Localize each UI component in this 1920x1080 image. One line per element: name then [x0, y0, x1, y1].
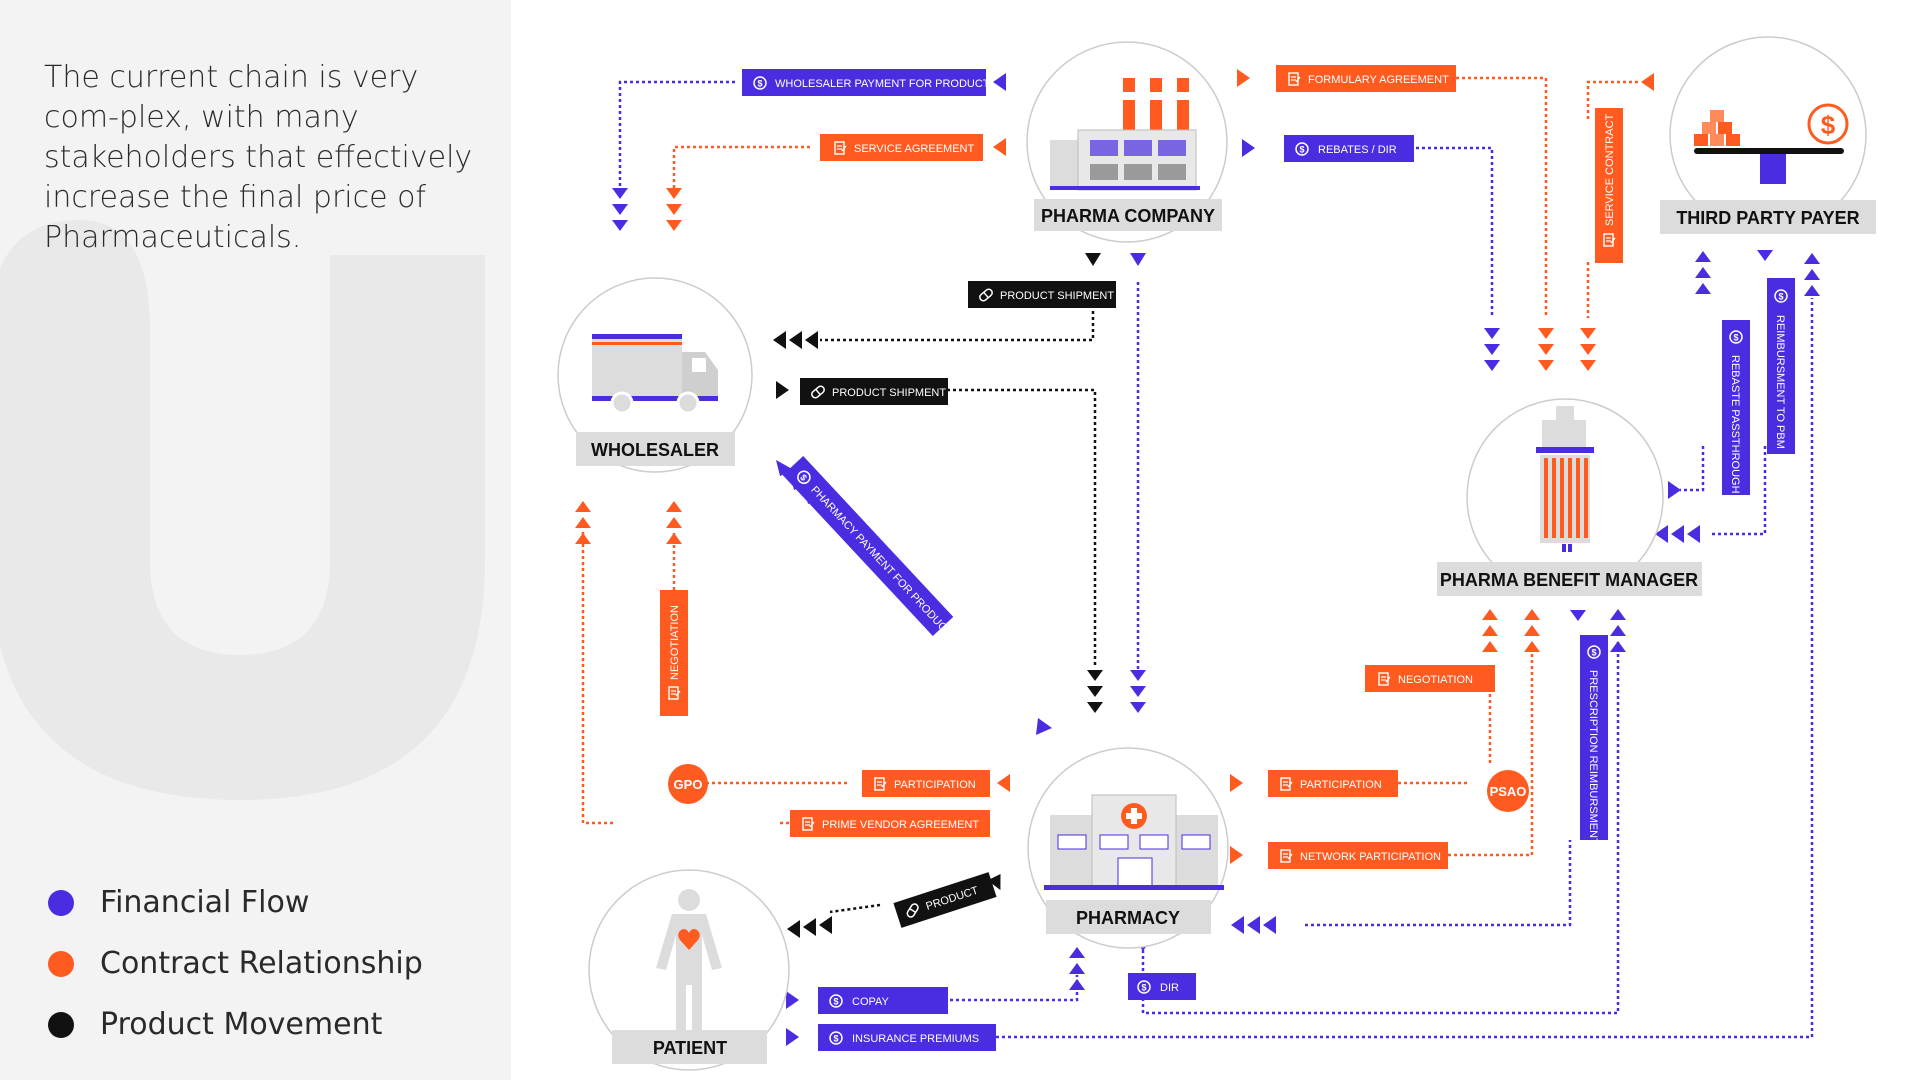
flow-label: NETWORK PARTICIPATION — [1300, 851, 1441, 863]
flow-copay: COPAY — [818, 987, 948, 1014]
legend-label: Contract Relationship — [100, 946, 423, 981]
person-heart-icon — [656, 889, 722, 1030]
node-label: PHARMA BENEFIT MANAGER — [1440, 570, 1698, 590]
truck-icon — [592, 334, 718, 415]
logo-watermark — [0, 220, 485, 800]
legend-dot-product — [48, 1011, 74, 1038]
node-patient: PATIENT — [588, 869, 790, 1071]
legend-item-financial: Financial Flow — [48, 872, 423, 933]
node-label: THIRD PARTY PAYER — [1676, 208, 1859, 228]
flow-product-shipment-2: PRODUCT SHIPMENT — [800, 378, 948, 405]
node-wholesaler: WHOLESALER — [557, 277, 753, 473]
flow-label: FORMULARY AGREEMENT — [1308, 74, 1449, 86]
legend-label: Financial Flow — [100, 885, 310, 920]
node-label: PHARMACY — [1076, 908, 1180, 928]
flow-label: DIR — [1160, 982, 1179, 994]
node-label: PHARMA COMPANY — [1041, 206, 1215, 226]
badge-label: GPO — [674, 777, 703, 792]
flow-formulary-agreement: FORMULARY AGREEMENT — [1276, 65, 1456, 92]
flow-label: PARTICIPATION — [1300, 779, 1382, 791]
flow-participation-psao: PARTICIPATION — [1268, 770, 1398, 797]
flow-reimbursement-to-pbm: REIMBURSMENT TO PBM — [1767, 278, 1795, 454]
flow-network-participation: NETWORK PARTICIPATION — [1268, 842, 1448, 869]
flow-service-agreement: SERVICE AGREEMENT — [820, 134, 983, 161]
legend: Financial Flow Contract Relationship Pro… — [48, 872, 423, 1055]
flow-product-shipment-1: PRODUCT SHIPMENT — [968, 281, 1116, 308]
flow-insurance-premiums: INSURANCE PREMIUMS — [818, 1024, 996, 1051]
flow-pharmacy-payment: PHARMACY PAYMENT FOR PRODUCT — [782, 456, 954, 639]
flow-negotiation-gpo: NEGOTIATION — [660, 590, 688, 716]
badge-gpo: GPO — [668, 764, 708, 804]
hospital-icon — [1044, 794, 1224, 890]
flow-negotiation-psao: NEGOTIATION — [1365, 665, 1495, 692]
flow-product: PRODUCT — [893, 872, 997, 928]
legend-item-contract: Contract Relationship — [48, 933, 423, 994]
flow-label: REBATES / DIR — [1318, 144, 1397, 156]
flow-wholesaler-payment: WHOLESALER PAYMENT FOR PRODUCT — [742, 69, 990, 96]
flow-dir: DIR — [1128, 973, 1196, 1000]
factory-icon — [1050, 78, 1200, 191]
balance-scale-icon: $ — [1694, 103, 1849, 184]
node-label: WHOLESALER — [591, 440, 719, 460]
node-pharmacy: PHARMACY — [1027, 747, 1229, 949]
flow-label: PHARMACY PAYMENT FOR PRODUCT — [808, 484, 954, 639]
flow-label: SERVICE AGREEMENT — [854, 143, 974, 155]
legend-label: Product Movement — [100, 1007, 383, 1042]
flow-service-contract: SERVICE CONTRACT — [1595, 108, 1623, 263]
flow-prime-vendor: PRIME VENDOR AGREEMENT — [790, 810, 990, 837]
intro-text: The current chain is very com-plex, with… — [44, 60, 473, 255]
badge-psao: PSAO — [1487, 770, 1529, 812]
flow-label: REIMBURSMENT TO PBM — [1774, 315, 1786, 449]
flow-label: PRESCRIPTION REIMBURSMENT — [1587, 670, 1599, 845]
node-pbm: PHARMA BENEFIT MANAGER — [1437, 398, 1702, 596]
node-label: PATIENT — [653, 1038, 727, 1058]
node-pharma-company: PHARMA COMPANY — [1026, 41, 1228, 243]
flow-rebaste-passthrough: REBASTE PASSTHROUGH — [1722, 320, 1750, 495]
node-third-party-payer: $ THIRD PARTY PAYER — [1660, 36, 1876, 234]
flow-label: WHOLESALER PAYMENT FOR PRODUCT — [775, 78, 990, 90]
office-tower-icon — [1536, 406, 1594, 552]
legend-item-product: Product Movement — [48, 994, 423, 1055]
flow-participation-gpo: PARTICIPATION — [862, 770, 990, 797]
flow-label: REBASTE PASSTHROUGH — [1729, 355, 1741, 494]
flow-label: PRODUCT SHIPMENT — [1000, 290, 1114, 302]
flow-label: NEGOTIATION — [669, 605, 681, 680]
badge-label: PSAO — [1490, 784, 1527, 799]
legend-dot-financial — [48, 889, 74, 916]
flow-label: PRIME VENDOR AGREEMENT — [822, 819, 979, 831]
flow-label: SERVICE CONTRACT — [1604, 113, 1616, 226]
legend-dot-contract — [48, 950, 74, 977]
flow-label: INSURANCE PREMIUMS — [852, 1033, 979, 1045]
svg-text:$: $ — [1821, 110, 1836, 140]
flow-label: PARTICIPATION — [894, 779, 976, 791]
sidebar: The current chain is very com-plex, with… — [0, 0, 511, 1080]
flow-prescription-reimbursement: PRESCRIPTION REIMBURSMENT — [1580, 635, 1608, 845]
flow-label: PRODUCT SHIPMENT — [832, 387, 946, 399]
flow-label: COPAY — [852, 996, 890, 1008]
flow-rebates-dir: REBATES / DIR — [1284, 135, 1414, 162]
flow-label: NEGOTIATION — [1398, 674, 1473, 686]
